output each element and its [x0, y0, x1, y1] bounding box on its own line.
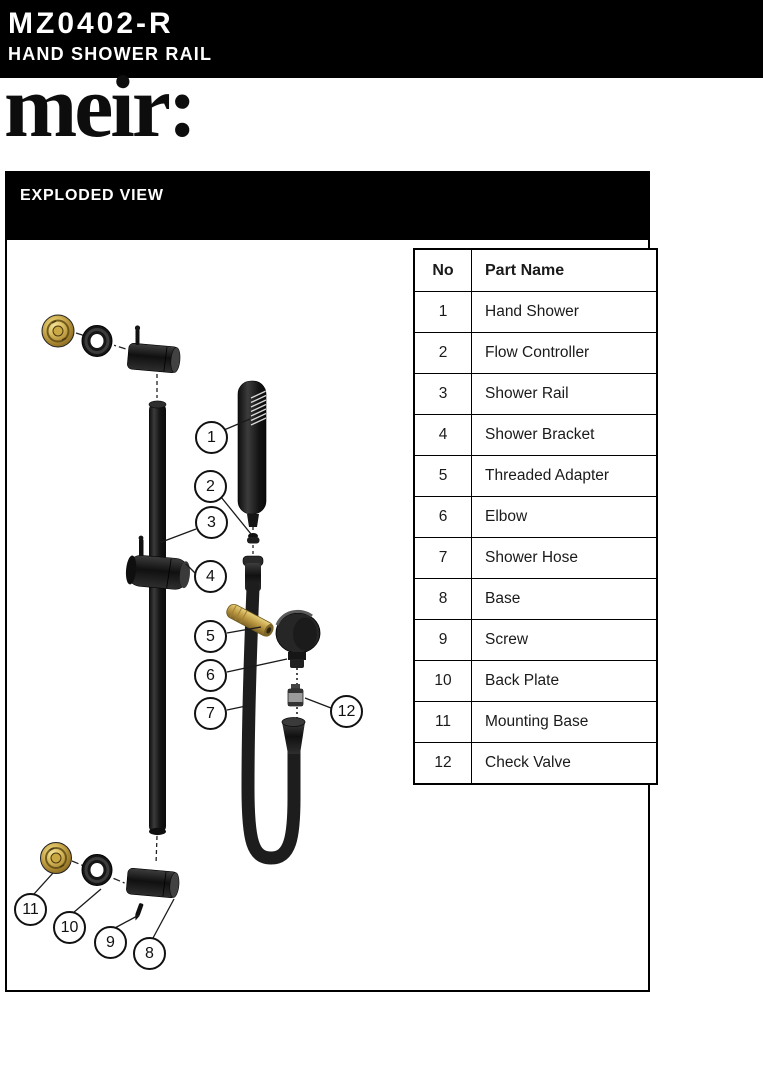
callout-12-label: 12 [337, 702, 356, 720]
callout-5-label: 5 [206, 627, 215, 645]
callout-1-label: 1 [207, 428, 216, 446]
part-no: 7 [413, 537, 472, 579]
callout-9-label: 9 [106, 933, 115, 951]
part-no: 10 [413, 660, 472, 702]
callout-9: 9 [94, 926, 127, 959]
part-no: 11 [413, 701, 472, 743]
callout-6-label: 6 [206, 666, 215, 684]
part-no: 5 [413, 455, 472, 497]
callout-1: 1 [195, 421, 228, 454]
part-name: Screw [471, 619, 658, 661]
part-no: 12 [413, 742, 472, 785]
callout-10-label: 10 [60, 918, 79, 936]
callout-2-label: 2 [206, 477, 215, 495]
part-name: Hand Shower [471, 291, 658, 333]
part-name: Flow Controller [471, 332, 658, 374]
part-name: Base [471, 578, 658, 620]
header-no: No [413, 248, 472, 292]
callout-8: 8 [133, 937, 166, 970]
product-model: MZ0402-R [8, 7, 174, 40]
product-name: HAND SHOWER RAIL [8, 43, 213, 64]
callout-11: 11 [14, 893, 47, 926]
part-name: Shower Hose [471, 537, 658, 579]
callout-8-label: 8 [145, 944, 154, 962]
part-name: Elbow [471, 496, 658, 538]
callout-10: 10 [53, 911, 86, 944]
part-no: 2 [413, 332, 472, 374]
callout-7: 7 [194, 697, 227, 730]
callout-11-label: 11 [22, 900, 39, 918]
part-no: 6 [413, 496, 472, 538]
callout-2: 2 [194, 470, 227, 503]
part-no: 1 [413, 291, 472, 333]
part-no: 8 [413, 578, 472, 620]
callout-3: 3 [195, 506, 228, 539]
part-name: Back Plate [471, 660, 658, 702]
part-name: Shower Rail [471, 373, 658, 415]
part-no: 9 [413, 619, 472, 661]
callout-5: 5 [194, 620, 227, 653]
callout-12: 12 [330, 695, 363, 728]
section-title: EXPLODED VIEW [20, 187, 164, 204]
product-header: MZ0402-R HAND SHOWER RAIL [0, 0, 763, 78]
part-name: Shower Bracket [471, 414, 658, 456]
part-name: Mounting Base [471, 701, 658, 743]
callout-3-label: 3 [207, 513, 216, 531]
part-no: 4 [413, 414, 472, 456]
part-no: 3 [413, 373, 472, 415]
callout-4-label: 4 [206, 567, 215, 585]
brand-logo: meir: [4, 59, 197, 156]
parts-table-header: No Part Name [413, 248, 658, 292]
part-name: Check Valve [471, 742, 658, 785]
part-name: Threaded Adapter [471, 455, 658, 497]
callout-6: 6 [194, 659, 227, 692]
section-header-bar: EXPLODED VIEW [7, 173, 648, 240]
callout-4: 4 [194, 560, 227, 593]
callout-7-label: 7 [206, 704, 215, 722]
header-name: Part Name [471, 248, 658, 292]
